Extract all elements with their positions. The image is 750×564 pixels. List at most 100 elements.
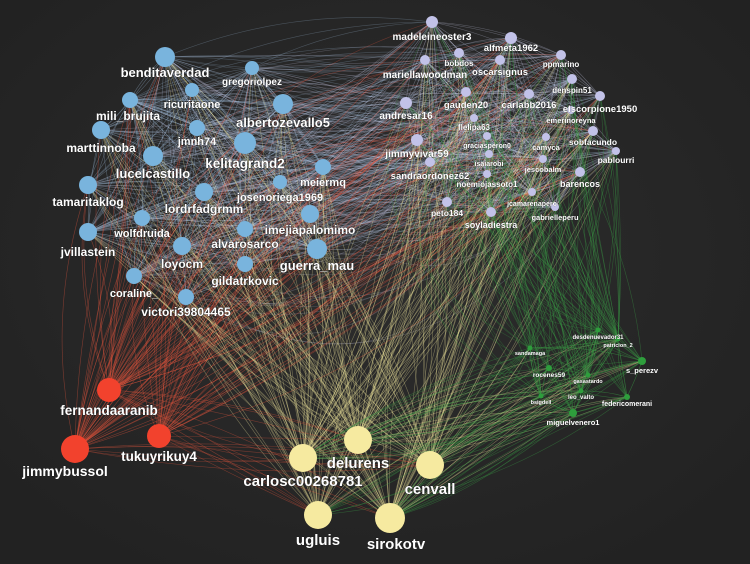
node-oscarsignus[interactable] [495,55,505,65]
node-alfmeta1962[interactable] [505,32,517,44]
edge [389,37,512,519]
node-flelipa63[interactable] [470,114,478,122]
node-barencos[interactable] [575,167,585,177]
node-madeleineoster3[interactable] [426,16,438,28]
node-coraline_[interactable] [126,268,142,284]
node-noemiojassoto1[interactable] [483,170,491,178]
node-lordrfadgrmm[interactable] [195,183,213,201]
edge [357,395,542,441]
edge [152,117,475,157]
node-victori39804465[interactable] [178,289,194,305]
node-graciasperon0[interactable] [483,132,491,140]
node-ricuritaone[interactable] [185,83,199,97]
edge [87,67,253,233]
edge [389,329,599,519]
node-leo_valto[interactable] [578,388,584,394]
node-label-alvarosarco: alvarosarco [211,237,278,251]
node-carlabb2016[interactable] [524,89,534,99]
edge [244,103,284,265]
node-tamaritaklog[interactable] [79,176,97,194]
node-peto184[interactable] [442,197,452,207]
edge [542,150,617,160]
node-jimmyvivar59[interactable] [411,134,423,146]
node-pablourri[interactable] [612,147,620,155]
node-jmnh74[interactable] [189,120,205,136]
node-jescobalm[interactable] [539,155,547,163]
node-jcamarenapero[interactable] [528,188,536,196]
edge [152,155,187,298]
node-gildatrkovic[interactable] [237,256,253,272]
node-carlosc00268781[interactable] [289,444,317,472]
node-s_perezv[interactable] [638,357,646,365]
node-bobdos[interactable] [454,48,464,58]
node-josenoriega1969[interactable] [273,175,287,189]
node-fernandaaranib[interactable] [97,378,121,402]
node-albertozevallo5[interactable] [273,94,293,114]
node-gregoriolpez[interactable] [245,61,259,75]
node-gasastardo[interactable] [585,372,591,378]
node-patricion_2[interactable] [615,336,621,342]
node-guerra_mau[interactable] [307,239,327,259]
node-bsigdell[interactable] [538,393,544,399]
edge [108,91,467,391]
node-sandamaga[interactable] [527,345,533,351]
node-gabrielleperu[interactable] [551,203,559,211]
edge [244,228,304,459]
edge [389,109,572,519]
edge [322,166,391,519]
node-alvarosarco[interactable] [237,221,253,237]
edge [424,59,544,160]
node-elscorpione1950[interactable] [595,91,605,101]
edge [302,338,619,459]
node-tukuyrikuy4[interactable] [147,424,171,448]
edge [244,103,284,230]
node-federicomerani[interactable] [624,394,630,400]
edge [158,210,492,437]
edge [531,150,617,193]
node-cenvall[interactable] [416,451,444,479]
node-sandraordonez62[interactable] [425,157,435,167]
edge [108,166,324,391]
node-lucelcastillo[interactable] [143,146,163,166]
edge [74,448,431,472]
node-emerinoreyna[interactable] [567,106,575,114]
node-kelitagrand2[interactable] [234,132,256,154]
node-soyladiestra[interactable] [486,207,496,217]
node-jimmybussol[interactable] [61,435,89,463]
node-ppmarino[interactable] [556,50,566,60]
node-andresar16[interactable] [400,97,412,109]
edge [486,150,617,175]
node-gauden20[interactable] [461,87,471,97]
node-marttinnoba[interactable] [92,121,110,139]
node-loyocm[interactable] [173,237,191,255]
edge [158,168,581,437]
node-sobfacundo[interactable] [588,126,598,136]
edge [74,54,562,450]
edge [531,191,628,398]
node-benditaverdad[interactable] [155,47,175,67]
edge [316,248,359,441]
node-jvillastein[interactable] [79,223,97,241]
edge [74,56,166,450]
node-denspin51[interactable] [567,74,577,84]
node-camyca[interactable] [542,133,550,141]
edge [108,129,617,391]
edge [429,54,562,466]
node-imejiapalomimo[interactable] [301,205,319,223]
edge [244,142,304,459]
node-desdenuevador31[interactable] [595,327,601,333]
edge [302,139,418,459]
edge [100,129,319,516]
node-mariellawoodman[interactable] [420,55,430,65]
node-ugluis[interactable] [304,501,332,529]
node-isaiarobi[interactable] [485,150,493,158]
node-meiermq[interactable] [315,159,331,175]
edge [429,396,628,466]
node-wolfdruida[interactable] [134,210,150,226]
node-mili_brujita[interactable] [122,92,138,108]
node-rocenes59[interactable] [546,365,552,371]
node-delurens[interactable] [344,426,372,454]
node-miguelvenero1[interactable] [569,409,577,417]
edge [244,263,304,459]
node-sirokotv[interactable] [375,503,405,533]
